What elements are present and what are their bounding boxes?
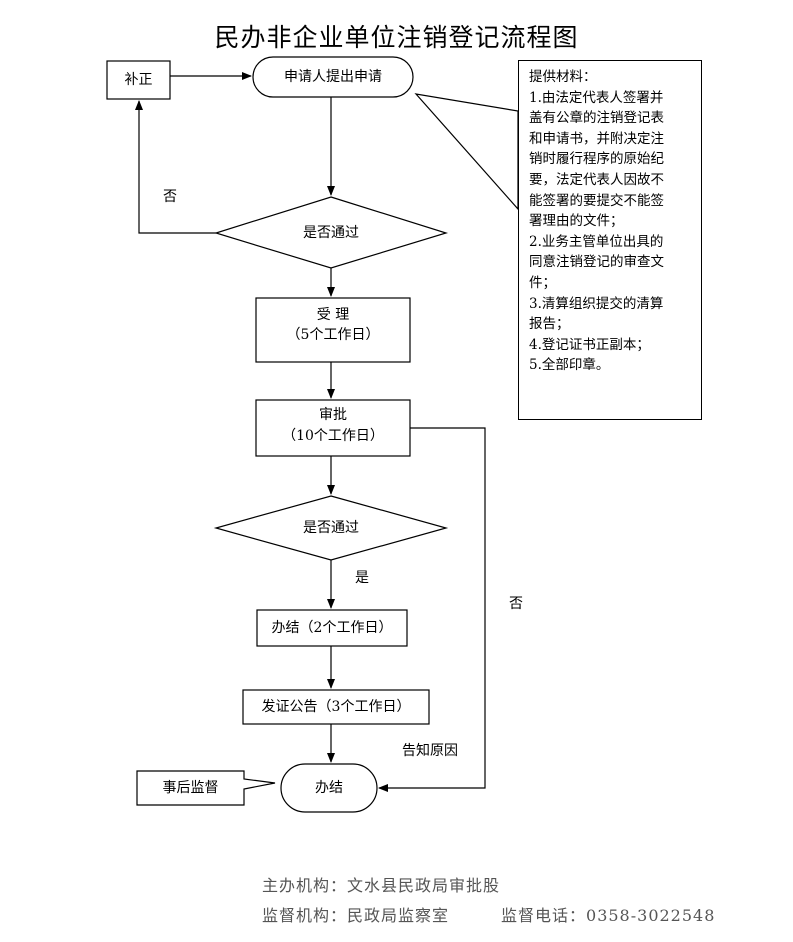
materials-line: 1.由法定代表人签署并 [529,89,664,106]
supervise-label: 事后监督 [162,780,219,796]
footer-monitor: 监督机构：民政局监察室 [262,902,449,926]
approve-label: 审批 [319,407,347,423]
footer-host: 主办机构：文水县民政局审批股 [262,872,500,896]
materials-line: 件； [529,274,556,291]
materials-line: 能签署的要提交不能签 [529,192,664,209]
materials-line: 5.全部印章。 [529,357,610,374]
materials-line: 要，法定代表人因故不 [529,171,664,188]
edge-label-no2: 否 [509,596,523,612]
buzheng-box [106,60,171,100]
materials-line: 3.清算组织提交的清算 [529,295,664,312]
finish-label: 办结（2个工作日） [271,620,393,636]
materials-line: 同意注销登记的审查文 [529,254,664,271]
apply-label: 申请人提出申请 [284,69,382,85]
edge-label-reason: 告知原因 [402,743,458,759]
edge-label-no1: 否 [163,189,177,205]
publish-label: 发证公告（3个工作日） [261,699,411,715]
done-node [280,763,378,813]
materials-line: 盖有公章的注销登记表 [529,110,664,127]
approve-box [255,399,411,457]
accept-days-label: （5个工作日） [286,327,380,343]
edge-approve-no [378,427,486,792]
apply-node [252,56,414,98]
buzheng-label: 补正 [124,72,153,88]
page-title: 民办非企业单位注销登记流程图 [214,23,579,52]
accept-label: 受 理 [316,307,350,323]
footer-host-value: 文水县民政局审批股 [347,876,501,895]
materials-line: 报告； [529,316,570,333]
publish-box [242,689,430,725]
footer-monitor-label: 监督机构： [262,906,348,925]
materials-line: 销时履行程序的原始纪 [529,151,664,168]
finish-box [256,609,408,647]
footer-phone-label: 监督电话： [501,906,587,925]
footer-monitor-value: 民政局监察室 [347,906,450,925]
materials-line: 署理由的文件； [529,213,624,230]
materials-heading: 提供材料： [529,69,597,85]
footer-host-label: 主办机构： [262,876,348,895]
supervise-callout [136,770,276,806]
materials-line: 2.业务主管单位出具的 [529,233,664,250]
materials-line: 和申请书，并附决定注 [529,130,664,147]
materials-callout-pointer [414,93,519,211]
materials-note: 提供材料： 1.由法定代表人签署并 盖有公章的注销登记表 和申请书，并附决定注 … [518,60,702,420]
footer-phone: 监督电话：0358-3022548 [501,902,715,926]
check2-label: 是否通过 [303,520,359,536]
approve-days-label: （10个工作日） [282,428,384,444]
footer-phone-value: 0358-3022548 [586,906,716,925]
check1-label: 是否通过 [303,225,359,241]
edge-label-yes: 是 [355,570,369,586]
edge-check1-no [135,100,216,234]
done-label: 办结 [315,780,343,796]
materials-line: 4.登记证书正副本； [529,336,650,353]
accept-box [255,297,411,363]
